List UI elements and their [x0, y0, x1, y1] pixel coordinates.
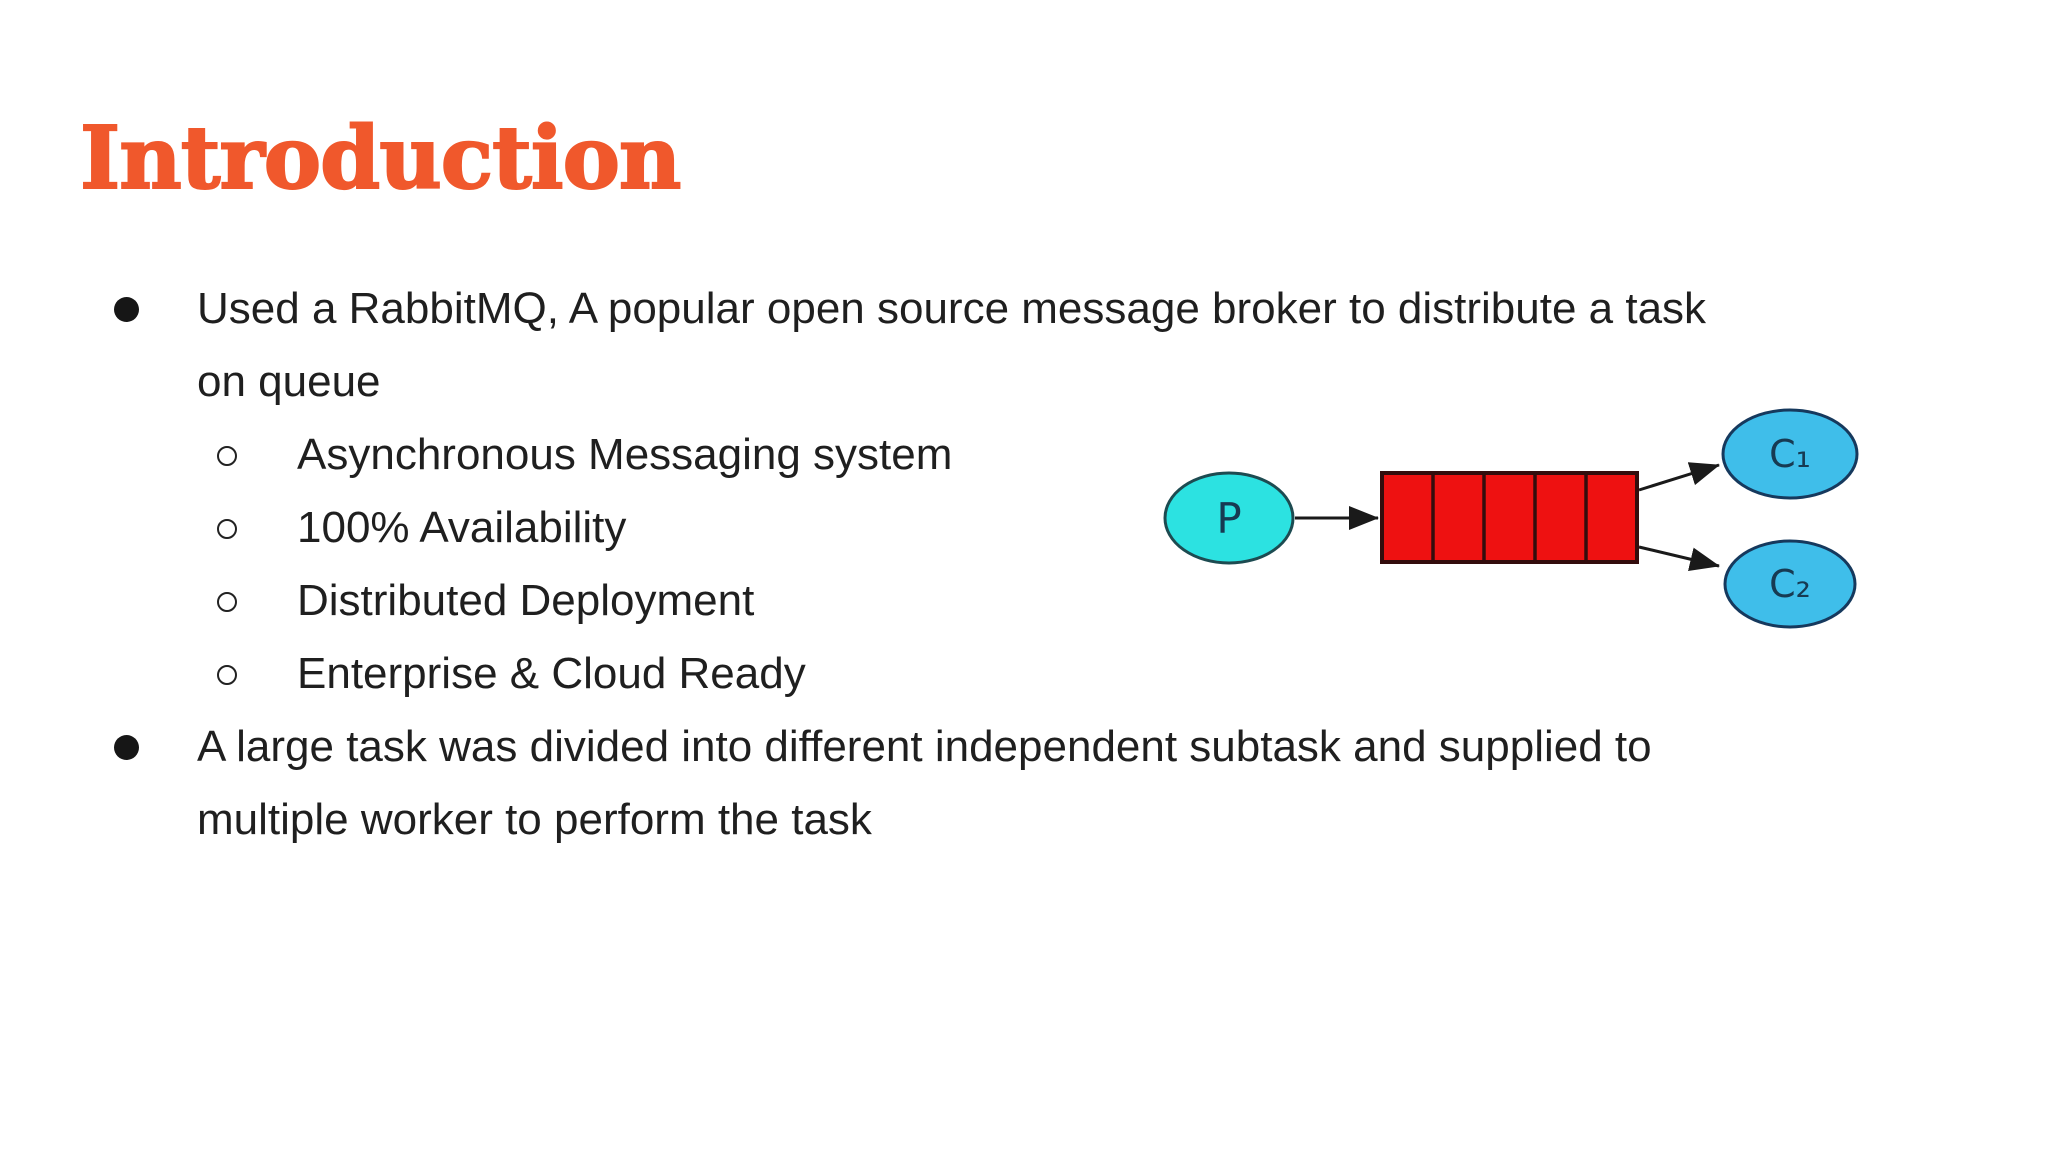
queue-to-consumer1-arrow	[1638, 462, 1720, 492]
bullet-text: on queue	[197, 357, 381, 406]
consumer2-node	[1723, 539, 1857, 629]
queue-to-consumer2-arrow	[1638, 545, 1720, 571]
bullet-dot-icon	[114, 735, 139, 760]
sub-bullet-circle-icon	[217, 519, 237, 539]
slide-title: Introduction	[79, 107, 682, 210]
sub-bullet-text: Distributed Deployment	[297, 576, 755, 625]
bullet-text: Used a RabbitMQ, A popular open source m…	[197, 284, 1707, 333]
list-item: 100% Availability	[0, 491, 2048, 564]
list-item: Enterprise & Cloud Ready	[0, 637, 2048, 710]
list-item: Asynchronous Messaging system	[0, 418, 2048, 491]
sub-bullet-text: Enterprise & Cloud Ready	[297, 649, 806, 698]
sub-bullet-circle-icon	[217, 665, 237, 685]
bullet-list: Used a RabbitMQ, A popular open source m…	[0, 272, 2048, 856]
queue-box	[1380, 471, 1639, 564]
producer-node	[1163, 471, 1295, 565]
bullet-text: A large task was divided into different …	[197, 722, 1652, 771]
sub-bullet-circle-icon	[217, 446, 237, 466]
list-item-continuation: multiple worker to perform the task	[0, 783, 2048, 856]
producer-label: P	[1216, 494, 1241, 543]
bullet-text: multiple worker to perform the task	[197, 795, 872, 844]
consumer1-node	[1721, 408, 1859, 500]
list-item: Distributed Deployment	[0, 564, 2048, 637]
consumer2-label: C₂	[1769, 562, 1811, 606]
sub-bullet-text: 100% Availability	[297, 503, 627, 552]
sub-bullet-text: Asynchronous Messaging system	[297, 430, 953, 479]
list-item-continuation: on queue	[0, 345, 2048, 418]
rabbitmq-queue-diagram: P C₁ C₂	[1163, 408, 1859, 629]
list-item: A large task was divided into different …	[0, 710, 2048, 783]
bullet-dot-icon	[114, 297, 139, 322]
consumer1-label: C₁	[1769, 432, 1811, 476]
list-item: Used a RabbitMQ, A popular open source m…	[0, 272, 2048, 345]
sub-bullet-circle-icon	[217, 592, 237, 612]
